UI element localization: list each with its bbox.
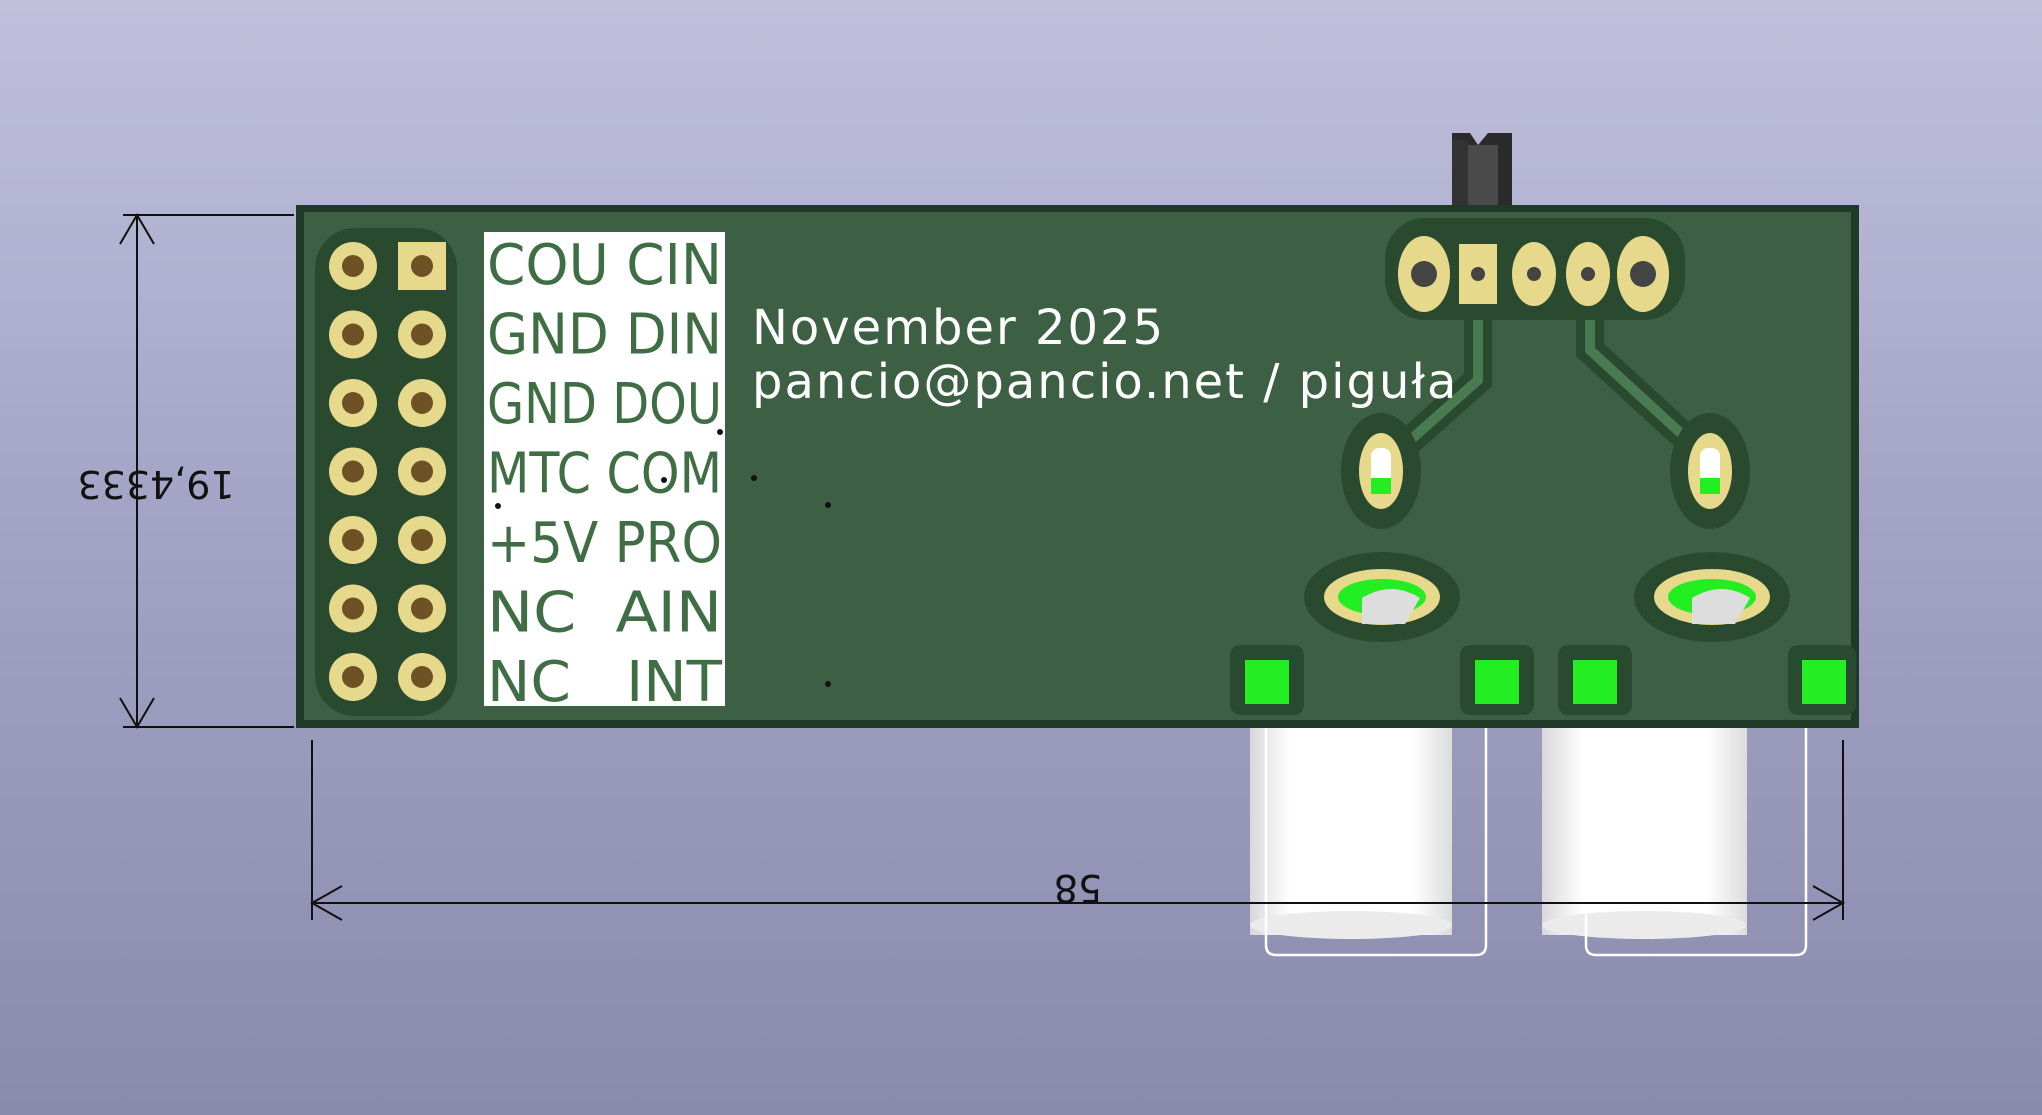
pin-label-row: GND DIN [487,303,722,368]
header-pin-hole [342,597,364,620]
rca-jack-right [1542,720,1808,957]
pin-label-row: COU CIN [487,233,722,298]
header-pin-hole [411,597,433,620]
header-pin-hole [411,460,433,483]
pin-label-row: GND DOU [487,372,722,437]
header-pin-hole [342,392,364,414]
height-dimension-label: 19,4333 [77,462,234,506]
header-pin-hole [411,392,433,414]
height-dimension [119,213,294,729]
header-pin-hole [411,529,433,551]
pin-label-row: +5V PRO [487,511,722,576]
header-pin-hole [411,666,433,688]
pin-label-row: NC AIN [487,581,722,646]
header-pin-hole [342,666,364,688]
pin-label-block [484,232,725,706]
switch-pads [1385,218,1685,320]
pin-label-row: NC INT [487,650,723,715]
silk-author: pancio@pancio.net / piguła [752,354,1458,410]
rca-jack-left [1250,720,1488,957]
jack-pads-left [1304,413,1460,642]
toggle-switch [1452,133,1512,205]
jack-pads-right [1634,413,1790,642]
width-dimension-label: 58 [1054,866,1102,910]
vias [495,429,831,687]
header-pin-hole [342,529,364,551]
header-pin-hole [342,323,364,346]
header-pin-hole [342,255,364,277]
header-pin-hole [411,323,433,346]
width-dimension [309,740,1846,921]
pin-label-row: MTC COM [487,442,722,507]
silk-date: November 2025 [752,300,1165,356]
smd-pads [1230,645,1856,715]
header-pins [329,242,446,701]
header-pin-hole [342,460,364,483]
